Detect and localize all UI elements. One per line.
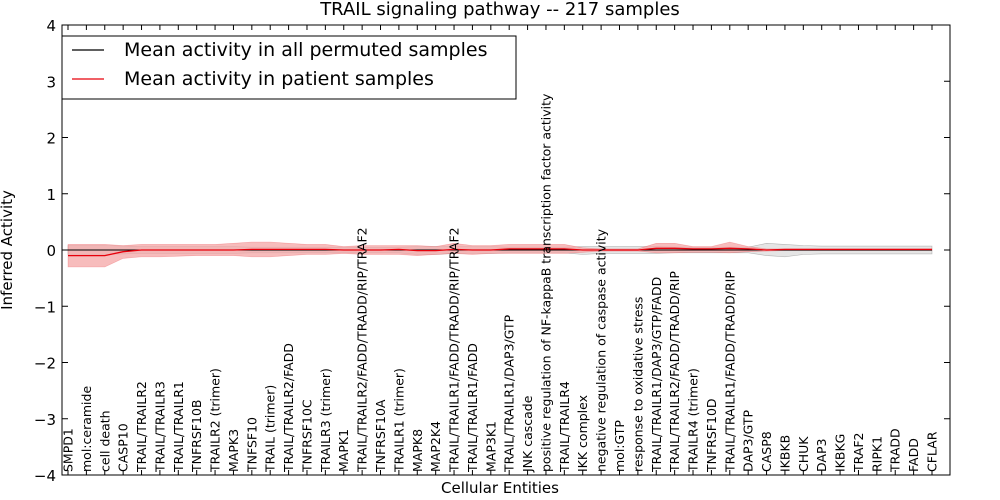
x-tick-label: TRAILR1 (trimer) <box>391 368 406 473</box>
x-tick-label: TRAIL/TRAILR4 <box>557 381 572 473</box>
x-tick-label: TRAIL/TRAILR1/FADD <box>465 343 480 473</box>
legend-label-patient: Mean activity in patient samples <box>124 68 434 90</box>
x-tick-label: TRAIL/TRAILR2 <box>134 381 149 473</box>
x-tick-label: TRAIL/TRAILR3 <box>152 381 167 473</box>
x-tick-label: response to oxidative stress <box>630 297 645 472</box>
x-tick-label: TNFRSF10C <box>299 399 314 473</box>
y-tick-label: 1 <box>46 186 56 204</box>
x-tick-label: MAPK1 <box>336 429 351 472</box>
y-tick-label: −3 <box>34 411 56 429</box>
y-tick-label: 0 <box>46 242 56 260</box>
y-tick-label: −2 <box>34 355 56 373</box>
chart-title: TRAIL signaling pathway -- 217 samples <box>319 0 680 20</box>
x-tick-label: TRAILR4 (trimer) <box>686 368 701 473</box>
legend-label-permuted: Mean activity in all permuted samples <box>124 39 487 61</box>
x-tick-label: DAP3 <box>814 439 829 472</box>
x-tick-label: TRAIL (trimer) <box>263 385 278 473</box>
y-tick-label: −4 <box>34 467 56 485</box>
x-tick-label: RIPK1 <box>869 436 884 472</box>
x-tick-label: mol:GTP <box>612 420 627 472</box>
x-tick-label: IKBKG <box>833 434 848 472</box>
x-tick-label: CFLAR <box>925 431 940 472</box>
x-tick-label: MAP3K1 <box>483 421 498 472</box>
x-tick-label: TRAIL/TRAILR2/FADD/TRADD/RIP <box>667 271 682 473</box>
x-tick-label: mol:ceramide <box>79 386 94 472</box>
x-tick-label: CHUK <box>796 436 811 472</box>
y-tick-label: −1 <box>34 298 56 316</box>
x-tick-label: TNFRSF10B <box>189 400 204 473</box>
x-tick-label: TRAIL/TRAILR1/FADD/TRADD/RIP <box>722 271 737 473</box>
x-tick-label: MAPK3 <box>226 429 241 472</box>
x-tick-label: negative regulation of caspase activity <box>594 228 609 472</box>
x-tick-label: TRAIL/TRAILR1 <box>171 381 186 473</box>
x-tick-label: TRAIL/TRAILR2/FADD/TRADD/RIP/TRAF2 <box>355 227 370 473</box>
x-tick-label: CASP10 <box>116 423 131 472</box>
x-tick-label: TNFRSF10D <box>704 398 719 473</box>
x-tick-label: positive regulation of NF-kappaB transcr… <box>538 93 553 472</box>
x-tick-label: FADD <box>906 438 921 472</box>
x-tick-label: TRAILR3 (trimer) <box>318 368 333 473</box>
x-tick-label: SMPD1 <box>61 428 76 472</box>
x-tick-label: TRADD <box>888 428 903 473</box>
x-tick-label: JNK cascade <box>520 395 535 473</box>
y-tick-label: 3 <box>46 73 56 91</box>
x-tick-label: DAP3/GTP <box>741 409 756 472</box>
y-tick-label: 4 <box>46 17 56 35</box>
x-tick-label: CASP8 <box>759 431 774 472</box>
y-tick-label: 2 <box>46 130 56 148</box>
x-tick-label: TRAIL/TRAILR1/FADD/TRADD/RIP/TRAF2 <box>447 227 462 473</box>
series-line-patient <box>68 247 932 257</box>
x-tick-label: TNFRSF10A <box>373 399 388 473</box>
x-tick-label: IKBKB <box>777 435 792 472</box>
x-tick-label: TRAIL/TRAILR2/FADD <box>281 343 296 473</box>
x-tick-label: MAPK8 <box>410 429 425 472</box>
x-tick-label: TRAIL/TRAILR1/DAP3/GTP <box>502 314 517 473</box>
x-tick-label: cell death <box>97 410 112 472</box>
x-tick-label: IKK complex <box>575 395 590 472</box>
x-tick-label: MAP2K4 <box>428 421 443 472</box>
x-tick-label: TRAIL/TRAILR1/DAP3/GTP/FADD <box>649 277 664 473</box>
y-axis-label: Inferred Activity <box>0 190 16 310</box>
legend: Mean activity in all permuted samplesMea… <box>61 35 517 100</box>
x-axis-label: Cellular Entities <box>441 479 559 497</box>
x-tick-label: TRAF2 <box>851 432 866 473</box>
x-tick-label: TRAILR2 (trimer) <box>208 368 223 473</box>
x-tick-label: TNFSF10 <box>244 417 259 473</box>
legend-box <box>61 35 517 100</box>
